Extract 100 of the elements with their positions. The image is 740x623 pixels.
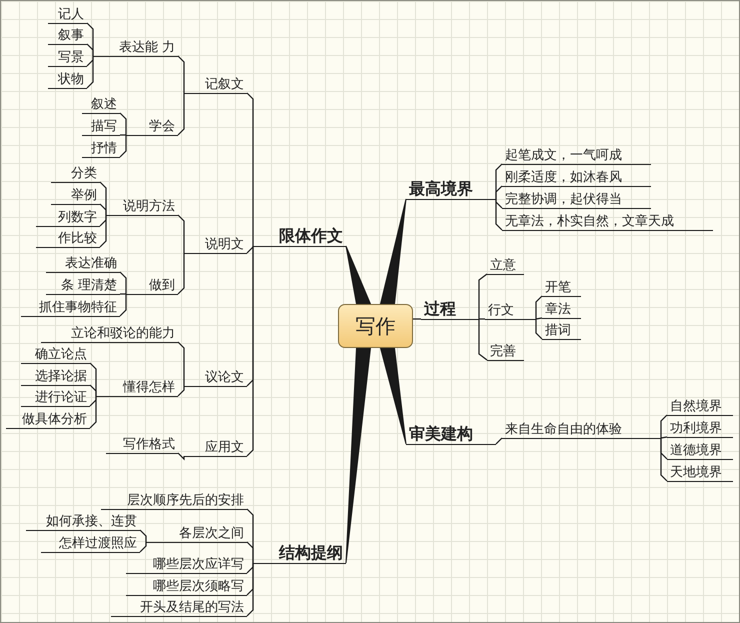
- subtopic: 确立论点: [21, 345, 90, 364]
- main-topic: 审美建构: [406, 421, 496, 445]
- branch-line: [479, 318, 485, 320]
- subtopic: 各层次之间: [146, 524, 247, 543]
- subtopic: 分类: [51, 164, 100, 183]
- branch-wedge: [346, 246, 372, 304]
- branch-line: [246, 92, 254, 246]
- subtopic: 抒情: [82, 139, 120, 158]
- branch-line: [660, 436, 668, 439]
- subtopic: 表达能 力: [93, 38, 178, 57]
- branch-line: [178, 93, 185, 136]
- subtopic: 作比较: [36, 229, 100, 248]
- subtopic: 学会: [126, 117, 178, 136]
- subtopic: 叙事: [48, 26, 87, 45]
- branch-line: [660, 438, 668, 482]
- subtopic: 条 理清楚: [46, 276, 120, 295]
- branch-line: [495, 438, 502, 445]
- branch-line: [178, 452, 185, 460]
- main-topic: 过程: [421, 296, 479, 320]
- subtopic: 描写: [82, 117, 120, 136]
- subtopic: 做到: [126, 276, 178, 295]
- subtopic: 来自生命自由的体验: [502, 420, 661, 439]
- subtopic: 懂得怎样: [96, 378, 178, 397]
- main-topic: 结构提纲: [253, 540, 346, 564]
- subtopic: 说明方法: [106, 197, 178, 216]
- branch-line: [120, 134, 126, 136]
- branch-line: [495, 199, 502, 208]
- branch-line: [246, 246, 254, 456]
- subtopic: 写景: [48, 48, 87, 67]
- branch-line: [178, 214, 185, 253]
- subtopic: 进行论证: [21, 388, 90, 407]
- branch-line: [535, 296, 542, 319]
- branch-wedge: [380, 198, 406, 304]
- subtopic: 哪些层次应详写: [126, 555, 247, 574]
- subtopic: 功利境界: [667, 419, 733, 438]
- branch-line: [100, 215, 107, 248]
- subtopic: 章法: [542, 300, 581, 319]
- branch-line: [495, 199, 502, 230]
- branch-line: [478, 274, 488, 319]
- subtopic: 道德境界: [667, 441, 733, 460]
- subtopic: 抓住事物特征: [21, 298, 120, 317]
- branch-line: [120, 135, 127, 158]
- subtopic: 如何承接、连贯: [26, 512, 140, 531]
- branch-line: [86, 56, 94, 88]
- branch-line: [90, 396, 97, 428]
- branch-line: [120, 293, 126, 295]
- branch-wedge: [346, 348, 372, 564]
- subtopic: 应用文: [184, 438, 247, 457]
- subtopic: 完善: [487, 342, 524, 361]
- main-topic: 最高境界: [406, 176, 496, 200]
- branch-line: [120, 294, 127, 316]
- branch-line: [178, 253, 185, 294]
- branch-wedge: [380, 348, 406, 444]
- branch-line: [178, 386, 185, 396]
- branch-line: [178, 56, 185, 93]
- subtopic: 层次顺序先后的安排: [101, 491, 247, 510]
- subtopic: 写作格式: [106, 435, 178, 454]
- subtopic: 举例: [51, 186, 100, 205]
- branch-line: [90, 384, 97, 396]
- subtopic: 记人: [48, 5, 87, 24]
- branch-line: [120, 272, 127, 294]
- subtopic: 自然境界: [667, 397, 733, 416]
- subtopic: 怎样过渡照应: [41, 534, 140, 553]
- subtopic: 列数字: [36, 208, 100, 227]
- subtopic: 天地境界: [667, 463, 733, 482]
- subtopic: 完整协调，起伏得当: [502, 190, 651, 209]
- subtopic: 状物: [48, 70, 87, 89]
- subtopic: 无章法，朴实自然，文章天成: [502, 212, 713, 231]
- subtopic: 立论和驳论的能力: [41, 324, 178, 343]
- branch-line: [246, 246, 254, 254]
- branch-line: [246, 542, 254, 563]
- branch-line: [535, 319, 542, 340]
- branch-line: [660, 414, 668, 438]
- central-topic-box: 写作: [338, 304, 413, 348]
- branch-line: [178, 342, 185, 386]
- subtopic: 哪些层次须略写: [126, 577, 247, 596]
- subtopic: 开头及结尾的写法: [111, 598, 247, 617]
- subtopic: 开笔: [542, 278, 581, 297]
- subtopic: 起笔成文，一气呵成: [502, 146, 651, 165]
- subtopic: 做具体分析: [6, 410, 90, 429]
- subtopic: 记叙文: [184, 75, 247, 94]
- branch-line: [140, 542, 147, 552]
- main-topic: 限体作文: [253, 223, 346, 247]
- subtopic: 刚柔适度，如沐春风: [502, 168, 651, 187]
- branch-line: [120, 112, 127, 135]
- subtopic: 立意: [487, 256, 524, 275]
- branch-line: [246, 563, 254, 616]
- subtopic: 行文: [485, 301, 536, 320]
- subtopic: 措词: [542, 321, 581, 340]
- branch-line: [536, 317, 542, 320]
- subtopic: 议论文: [184, 368, 247, 387]
- branch-line: [100, 204, 107, 215]
- branch-line: [495, 186, 502, 199]
- subtopic: 选择论据: [21, 367, 90, 386]
- subtopic: 说明文: [184, 235, 247, 254]
- branch-line: [86, 44, 94, 56]
- branch-line: [478, 319, 488, 360]
- subtopic: 叙述: [82, 95, 120, 114]
- branch-line: [140, 530, 147, 542]
- subtopic: 表达准确: [46, 254, 120, 273]
